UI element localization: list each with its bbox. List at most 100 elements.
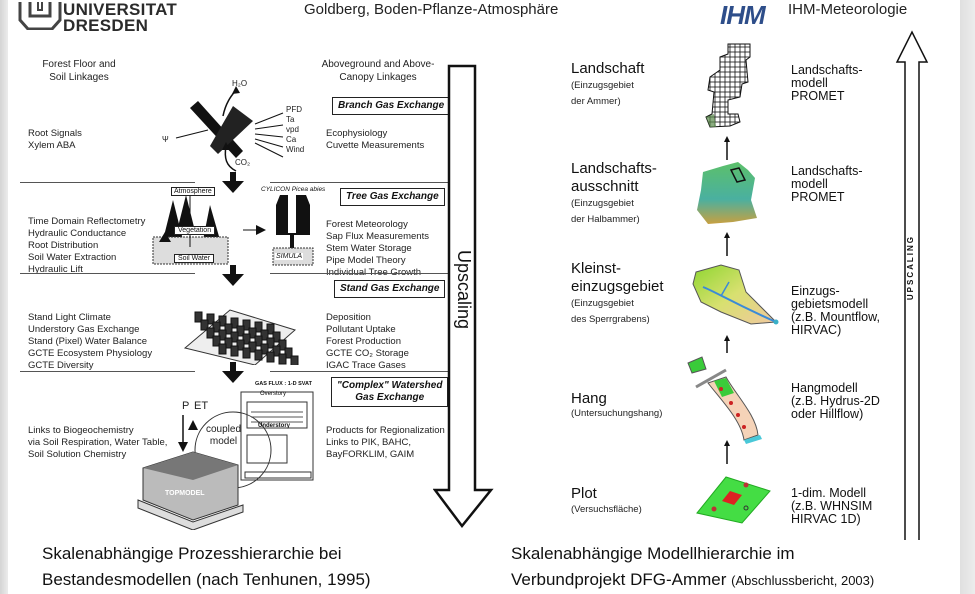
university-name: UNIVERSITAT DRESDEN [63, 0, 178, 34]
watershed-left-items: Links to Biogeochemistry via Soil Respir… [28, 425, 167, 461]
coupled-model-label: coupled model [206, 424, 242, 447]
watershed-right-items: Products for Regionalization Links to PI… [326, 425, 445, 461]
level-name-plot: Plot [571, 485, 597, 502]
hillslope-figure [687, 356, 762, 444]
list-item: Sap Flux Measurements [326, 231, 429, 242]
stand-tree [218, 315, 227, 327]
stand-tree [218, 329, 227, 341]
stand-tree [242, 319, 251, 331]
input-pfd: PFD [286, 105, 302, 114]
model-line: HIRVAC 1D) [791, 512, 861, 526]
level-name-hang: Hang [571, 390, 607, 407]
stand-tree [230, 317, 239, 329]
caption-left-line1: Skalenabhängige Prozesshierarchie bei [42, 544, 342, 563]
co2-label: CO₂ [235, 158, 251, 167]
level-name-landschaftsausschnitt: Landschafts- ausschnitt [571, 160, 657, 195]
model-line: Landschafts- [791, 164, 863, 178]
sub-line: (Einzugsgebiet [571, 198, 634, 209]
stand-tree [272, 345, 281, 357]
stand-tree [254, 321, 263, 333]
understory-label: Understory [258, 423, 291, 429]
caption-right-line1: Skalenabhängige Modellhierarchie im [511, 544, 795, 563]
model-line: HIRVAC) [791, 323, 842, 337]
stand-tree [260, 343, 269, 355]
right-heading: Aboveground and Above- Canopy Linkages [321, 59, 435, 83]
stand-figure [183, 309, 299, 365]
model-line: (z.B. Hydrus-2D [791, 394, 880, 408]
list-item: GCTE CO₂ Storage [326, 348, 409, 359]
model-line: gebietsmodell [791, 297, 869, 311]
upscaling-label-left: Upscaling [454, 250, 474, 330]
stand-tree [212, 335, 221, 347]
tree-right-items: Forest Meteorology Sap Flux Measurements… [326, 219, 429, 279]
stand-tree [236, 325, 245, 337]
list-item: Hydraulic Lift [28, 264, 83, 275]
cylicon-label: CYLICON Picea abies [261, 186, 326, 193]
stand-right-items: Deposition Pollutant Uptake Forest Produ… [326, 312, 409, 372]
model-landschaft: Landschafts- modell PROMET [791, 64, 863, 103]
stand-tree [236, 339, 245, 351]
university-line1: UNIVERSITAT [63, 0, 178, 19]
psi-label: Ψ [162, 135, 169, 144]
list-item: Ecophysiology [326, 128, 388, 139]
list-item: GCTE Ecosystem Physiology [28, 348, 153, 359]
down-arrow-icon [222, 265, 244, 286]
list-item: Links to Biogeochemistry [28, 425, 134, 436]
stand-tree [254, 349, 263, 361]
model-hang: Hangmodell (z.B. Hydrus-2D oder Hillflow… [791, 382, 880, 421]
plot-figure [696, 476, 771, 524]
stand-tree [248, 327, 257, 339]
list-item: via Soil Respiration, Water Table, [28, 437, 168, 448]
list-item: Root Distribution [28, 240, 99, 251]
vegetation-label: Vegetation [174, 226, 216, 235]
list-item: Root Signals [28, 128, 82, 139]
model-kleinsteinzugsgebiet: Einzugs- gebietsmodell (z.B. Mountflow, … [791, 285, 880, 337]
atmosphere-label: Atmosphere [171, 187, 215, 196]
slide-right-margin [960, 0, 975, 594]
ihm-logo: IHM [720, 0, 766, 30]
stand-tree [266, 323, 275, 335]
stand-tree [266, 351, 275, 363]
soil-water-label: Soil Water [174, 254, 215, 263]
level-sub-landschaftsausschnitt: (Einzugsgebiet der Halbammer) [571, 196, 640, 228]
list-item: Forest Production [326, 336, 401, 347]
up-arrow-icon [724, 440, 730, 464]
ammer-catchment-grid-map [705, 43, 751, 128]
model-line: Landschafts- [791, 63, 863, 77]
list-item: Stem Water Storage [326, 243, 412, 254]
branch-inputs: PFD Ta vpd Ca Wind [286, 105, 304, 155]
watershed-gas-exchange-box: "Complex" Watershed Gas Exchange [331, 377, 449, 407]
sperrgraben-catchment-map [692, 264, 779, 325]
ihm-label: IHM-Meteorologie [788, 1, 908, 18]
stand-tree [278, 353, 287, 365]
upscaling-label-right: UPSCALING [906, 235, 915, 301]
divider [20, 371, 195, 372]
upscaling-up-arrow [895, 30, 929, 540]
model-line: PROMET [791, 190, 845, 204]
list-item: Pollutant Uptake [326, 324, 396, 335]
sub-line: (Untersuchungshang) [571, 408, 663, 419]
overstory-label: Overstory [260, 391, 287, 397]
stand-gas-exchange-box: Stand Gas Exchange [334, 280, 446, 298]
sub-line: (Einzugsgebiet [571, 298, 634, 309]
sub-line: des Sperrgrabens) [571, 314, 650, 325]
list-item: Understory Gas Exchange [28, 324, 140, 335]
model-line: Hangmodell [791, 381, 858, 395]
model-line: oder Hillflow) [791, 407, 864, 421]
level-sub-kleinsteinzugsgebiet: (Einzugsgebiet des Sperrgrabens) [571, 296, 650, 328]
tu-dresden-logo [18, 2, 62, 35]
branch-left-items: Root Signals Xylem ABA [28, 128, 82, 152]
divider [20, 182, 195, 183]
divider [270, 182, 452, 183]
slide-left-margin [0, 0, 8, 594]
caption-right: Skalenabhängige Modellhierarchie im Verb… [511, 541, 874, 594]
stand-tree [242, 347, 251, 359]
level-sub-landschaft: (Einzugsgebiet der Ammer) [571, 78, 634, 110]
et-label: ET [194, 400, 209, 412]
branch-right-items: Ecophysiology Cuvette Measurements [326, 128, 424, 152]
list-item: Stand (Pixel) Water Balance [28, 336, 147, 347]
list-item: Cuvette Measurements [326, 140, 425, 151]
stand-tree [284, 347, 293, 359]
list-item: Xylem ABA [28, 140, 76, 151]
header-title: Goldberg, Boden-Pflanze-Atmosphäre [304, 1, 559, 18]
